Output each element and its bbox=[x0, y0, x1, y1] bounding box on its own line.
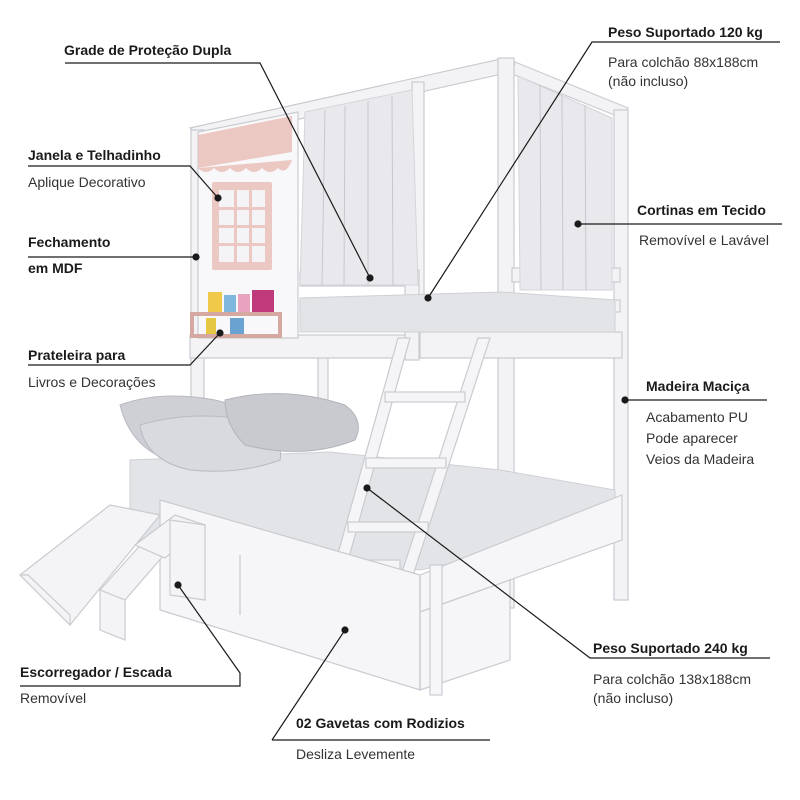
lower-bed bbox=[119, 393, 616, 571]
callout-peso240-title: Peso Suportado 240 kg bbox=[593, 640, 748, 656]
callout-escorregador-title: Escorregador / Escada bbox=[20, 664, 172, 680]
callout-madeira-title: Madeira Maciça bbox=[646, 378, 750, 394]
callout-prateleira-subtitle: Livros e Decorações bbox=[28, 374, 156, 390]
callout-escorregador-subtitle: Removível bbox=[20, 690, 87, 706]
decorative-roof bbox=[198, 116, 292, 172]
callout-prateleira-title: Prateleira para bbox=[28, 347, 126, 363]
mdf-wall bbox=[190, 111, 299, 339]
lower-base bbox=[159, 494, 623, 696]
callout-fechamento-title: Fechamento bbox=[28, 234, 111, 250]
decorative-window bbox=[212, 182, 272, 270]
callout-janela-subtitle: Aplique Decorativo bbox=[28, 174, 146, 190]
upper-mattress bbox=[299, 291, 616, 333]
callout-janela-title: Janela e Telhadinho bbox=[28, 147, 161, 163]
callout-fechamento-subtitle: em MDF bbox=[28, 260, 83, 276]
callout-madeira-line2: Pode aparecer bbox=[646, 430, 738, 446]
callout-cortinas-title: Cortinas em Tecido bbox=[637, 202, 766, 218]
book-shelf bbox=[190, 290, 282, 338]
callout-peso120-title: Peso Suportado 120 kg bbox=[608, 24, 763, 40]
callout-madeira-line3: Veios da Madeira bbox=[646, 451, 755, 467]
callout-gavetas-subtitle: Desliza Levemente bbox=[296, 746, 416, 762]
callout-cortinas-subtitle: Removível e Lavável bbox=[639, 232, 769, 248]
callout-peso240-line2: (não incluso) bbox=[593, 690, 674, 706]
leader-lines bbox=[20, 41, 782, 741]
callout-madeira-line1: Acabamento PU bbox=[646, 409, 748, 425]
fabric-curtains bbox=[299, 75, 613, 291]
callout-grade-title: Grade de Proteção Dupla bbox=[64, 42, 232, 58]
callout-peso120-line2: (não incluso) bbox=[608, 73, 689, 89]
callout-gavetas-title: 02 Gavetas com Rodizios bbox=[296, 715, 465, 731]
slide-with-steps bbox=[18, 504, 207, 641]
callout-peso120-line1: Para colchão 88x188cm bbox=[608, 54, 759, 70]
callout-peso240-line1: Para colchão 138x188cm bbox=[593, 671, 751, 687]
